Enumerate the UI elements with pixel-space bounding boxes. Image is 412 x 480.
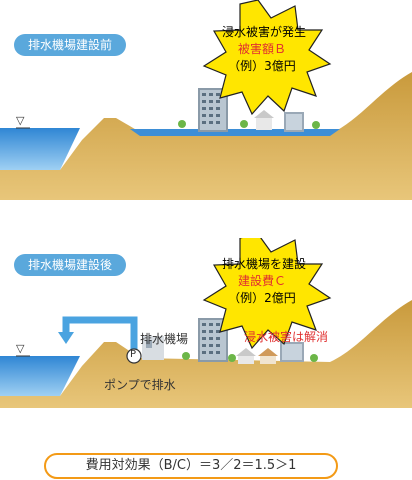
ground (0, 300, 412, 408)
tag-before: 排水機場建設前 (14, 34, 127, 56)
burst-after (202, 238, 332, 350)
river-water (0, 356, 80, 396)
burst-after-line3: （例）2億円 (228, 291, 296, 305)
burst-after-text: 排水機場を建設 建設費Ｃ （例）2億円 (222, 256, 307, 307)
burst-before-text: 浸水被害が発生 被害額Ｂ （例）3億円 (222, 24, 307, 75)
panel-after: 排水機場建設後 ▽ P 排水機場 ポンプで排水 浸水被害は解消 排水機場を建設 … (0, 238, 412, 408)
burst-after-line2: 建設費Ｃ (237, 274, 286, 288)
burst-before-line1: 浸水被害が発生 (222, 25, 307, 39)
drain-pipe (62, 316, 138, 350)
scene-after (0, 238, 412, 408)
resolved-label: 浸水被害は解消 (244, 330, 329, 344)
scene-before (0, 0, 412, 200)
house-small (254, 110, 274, 130)
pump-icon (126, 348, 142, 364)
pump-station (142, 336, 164, 360)
burst-before-line2: 被害額Ｂ (237, 42, 286, 56)
trees (182, 352, 318, 362)
building-mid (284, 112, 304, 132)
houses (236, 348, 278, 364)
water-level-icon: ▽ (16, 342, 25, 355)
pump-label: ポンプで排水 (104, 378, 176, 392)
burst-before-line3: （例）3億円 (228, 59, 296, 73)
drain-arrow-head (58, 332, 74, 344)
pump-station-label: 排水機場 (140, 332, 189, 346)
panel-before: 排水機場建設前 ▽ 浸水被害が発生 被害額Ｂ （例）3億円 (0, 0, 412, 200)
water-level-icon: ▽ (16, 114, 25, 127)
burst-before (202, 0, 332, 116)
trees (178, 120, 320, 129)
pump-symbol: P (130, 349, 137, 360)
building-mid (280, 342, 304, 362)
flood-water (130, 129, 340, 136)
formula-box: 費用対効果（B/C）＝3／2＝1.5＞1 (44, 453, 338, 479)
building-tall (198, 88, 228, 132)
tag-after: 排水機場建設後 (14, 254, 127, 276)
burst-after-line1: 排水機場を建設 (222, 257, 307, 271)
river-water (0, 128, 80, 170)
